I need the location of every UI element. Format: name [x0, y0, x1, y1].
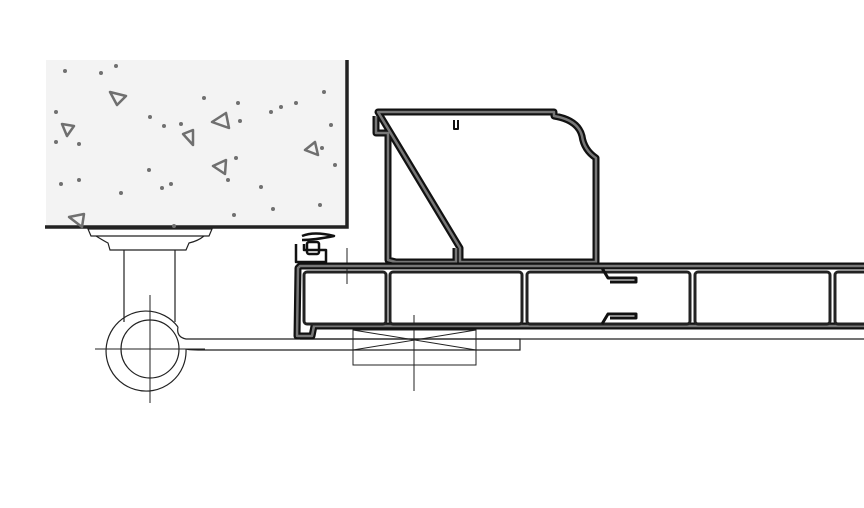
- panel-clip-top: [600, 267, 638, 284]
- chamber-2: [388, 270, 524, 326]
- panel-outer-shell-fill: [295, 264, 864, 338]
- frame-profile-notch: [453, 120, 459, 130]
- mounting-bracket: [87, 228, 213, 322]
- frame-profile: [372, 108, 600, 266]
- concrete-edge: [45, 60, 349, 229]
- multi-chamber-panel: [293, 232, 864, 340]
- frame-profile-fill: [374, 110, 598, 264]
- edge-seal: [294, 232, 336, 264]
- panel-clips: [600, 267, 638, 325]
- edge-seal-body: [294, 244, 328, 264]
- panel-clip-bottom: [600, 312, 638, 325]
- chamber-5: [833, 270, 864, 326]
- chamber-1: [302, 270, 388, 326]
- concrete-wall: [45, 60, 349, 229]
- fixing-cross-b: [352, 329, 477, 351]
- concrete-fill: [46, 60, 348, 227]
- panel-chambers: [302, 270, 864, 326]
- fixing-block: [352, 329, 477, 366]
- bracket-neck: [95, 235, 205, 251]
- hinge-arm: [177, 326, 521, 351]
- hinge-outer-ring: [105, 310, 187, 392]
- chamber-4: [693, 270, 832, 326]
- edge-seal-insert: [305, 240, 321, 256]
- chamber-3: [525, 270, 692, 326]
- concrete-dots: [54, 64, 337, 228]
- concrete-aggregate: [60, 90, 320, 229]
- fixing-block-outline: [352, 329, 477, 366]
- edge-seal-lip: [301, 232, 336, 242]
- frame-profile-body: [372, 108, 600, 266]
- bracket-plate: [87, 228, 213, 237]
